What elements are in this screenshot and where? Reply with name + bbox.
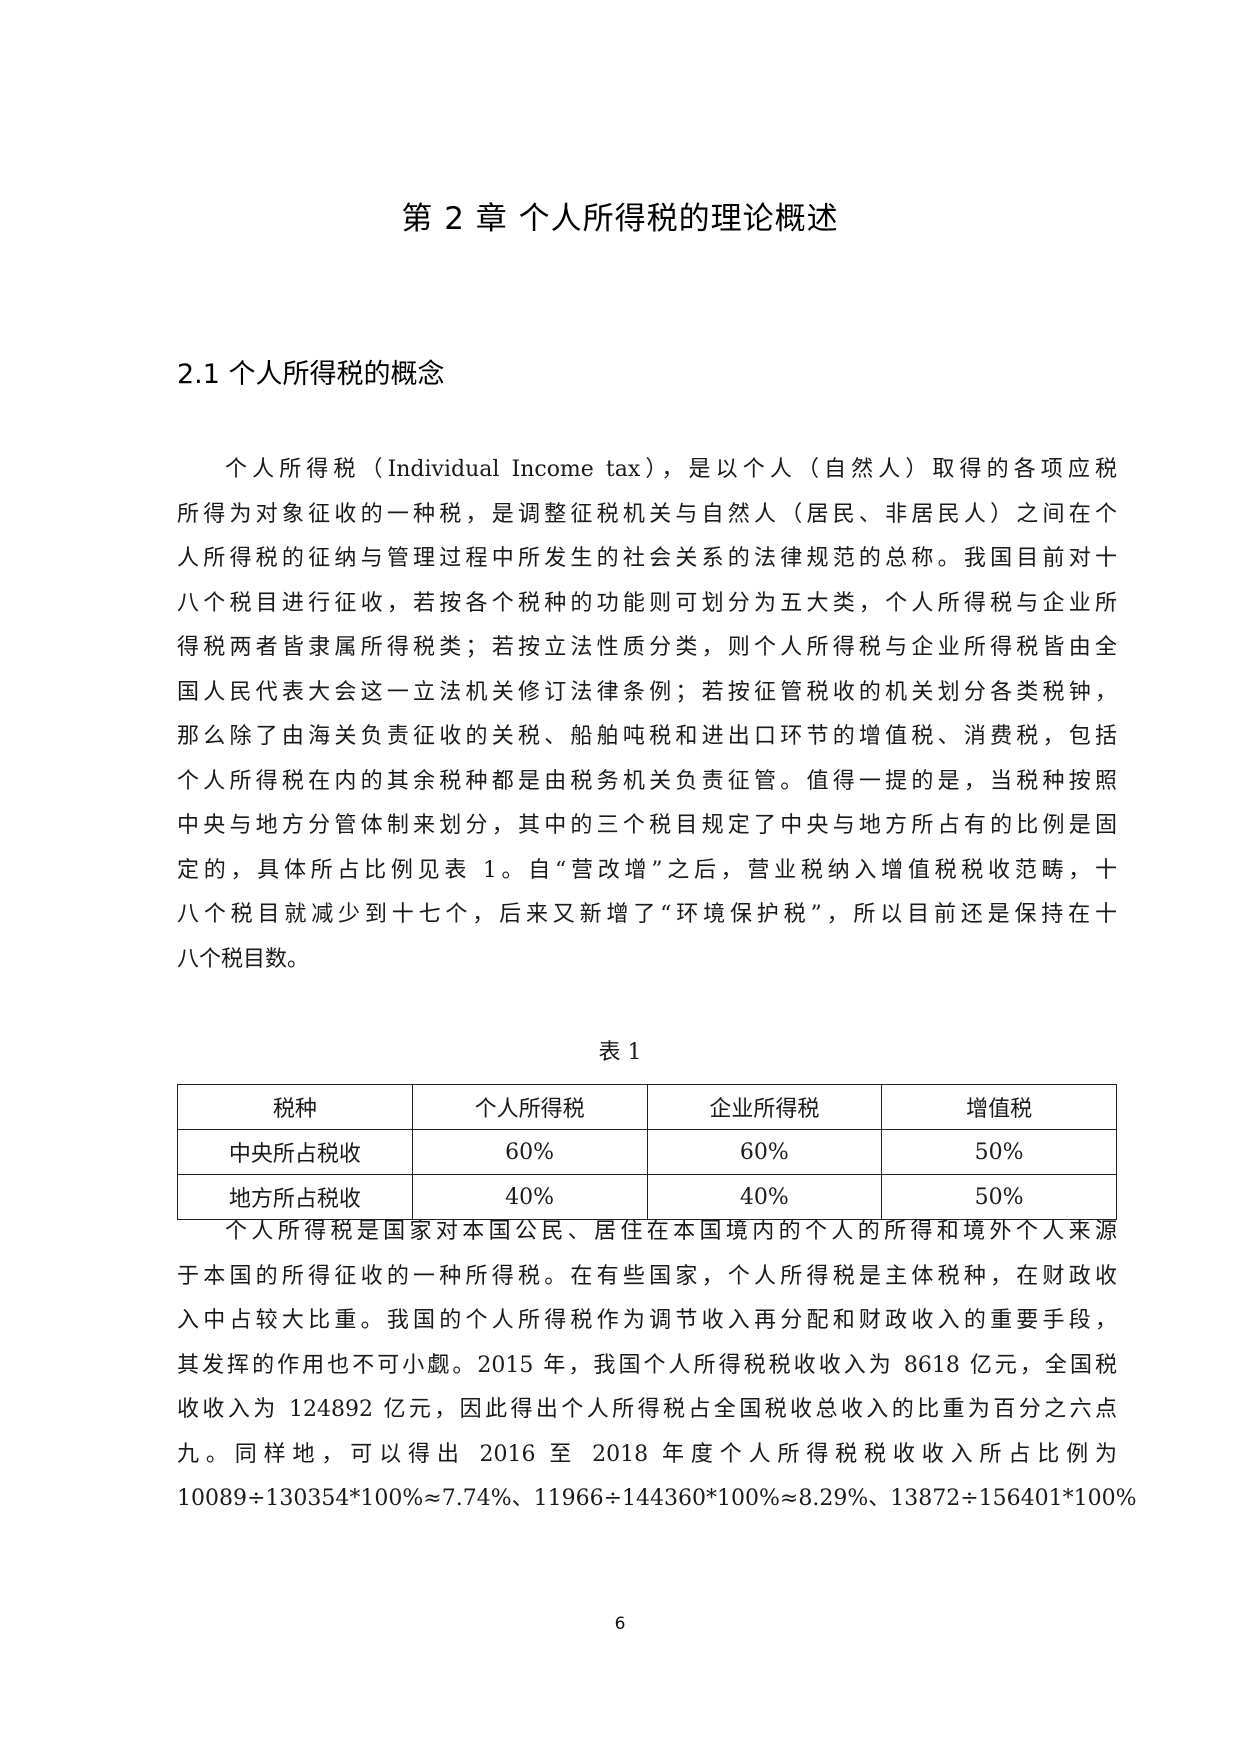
paragraph-line: 国人民代表大会这一立法机关修订法律条例；若按征管税收的机关划分各类税钟，	[177, 679, 1117, 705]
paragraph-line: 定的，具体所占比例见表 1。自“营改增”之后，营业税纳入增值税税收范畴，十	[177, 857, 1117, 883]
table-header-row: 税种 个人所得税 企业所得税 增值税	[177, 1084, 1117, 1130]
section-title: 2.1 个人所得税的概念	[177, 359, 445, 390]
paragraph-line: 个人所得税（Individual Income tax），是以个人（自然人）取得…	[225, 457, 1117, 482]
table-header-cell: 企业所得税	[646, 1084, 883, 1130]
page-number: 6	[614, 1614, 626, 1634]
paragraph-line: 10089÷130354*100%≈7.74%、11966÷144360*100…	[177, 1486, 1137, 1511]
paragraph-line: 个人所得税在内的其余税种都是由税务机关负责征管。值得一提的是，当税种按照	[177, 768, 1117, 794]
table-cell: 40%	[646, 1174, 883, 1220]
tax-ratio-table: 税种 个人所得税 企业所得税 增值税 中央所占税收 60% 60% 50% 地方…	[177, 1084, 1117, 1220]
table-row: 地方所占税收 40% 40% 50%	[177, 1174, 1117, 1220]
table-header-cell: 税种	[177, 1084, 413, 1130]
paragraph-line: 其发挥的作用也不可小觑。2015 年，我国个人所得税税收收入为 8618 亿元，…	[177, 1352, 1117, 1378]
chapter-title: 第 2 章 个人所得税的理论概述	[401, 201, 839, 237]
paragraph-line: 得税两者皆隶属所得税类；若按立法性质分类，则个人所得税与企业所得税皆由全	[177, 635, 1117, 660]
paragraph-line: 九。同样地，可以得出 2016 至 2018 年度个人所得税税收收入所占比例为	[177, 1441, 1117, 1467]
table-row: 中央所占税收 60% 60% 50%	[177, 1129, 1117, 1175]
paragraph-line: 收收入为 124892 亿元，因此得出个人所得税占全国税收总收入的比重为百分之六…	[177, 1397, 1117, 1422]
table-cell: 40%	[411, 1174, 648, 1220]
table-header-cell: 个人所得税	[411, 1084, 648, 1130]
table-cell: 中央所占税收	[177, 1129, 413, 1175]
table-cell: 60%	[411, 1129, 648, 1175]
paragraph-line: 八个税目数。	[177, 946, 310, 972]
paragraph-line: 入中占较大比重。我国的个人所得税作为调节收入再分配和财政收入的重要手段，	[177, 1308, 1117, 1333]
table-cell: 60%	[646, 1129, 883, 1175]
paragraph-significance: 个人所得税是国家对本国公民、居住在本国境内的个人的所得和境外个人来源 于本国的所…	[177, 1210, 1137, 1522]
paragraph-line: 那么除了由海关负责征收的关税、船舶吨税和进出口环节的增值税、消费税，包括	[177, 724, 1117, 749]
paragraph-line: 八个税目就减少到十七个，后来又新增了“环境保护税”，所以目前还是保持在十	[177, 902, 1117, 927]
table-cell: 50%	[881, 1129, 1117, 1175]
paragraph-line: 八个税目进行征收，若按各个税种的功能则可划分为五大类，个人所得税与企业所	[177, 590, 1117, 616]
paragraph-line: 人所得税的征纳与管理过程中所发生的社会关系的法律规范的总称。我国目前对十	[177, 546, 1117, 571]
table-header-cell: 增值税	[881, 1084, 1117, 1130]
paragraph-definition: 个人所得税（Individual Income tax），是以个人（自然人）取得…	[177, 448, 1117, 982]
table-cell: 50%	[881, 1174, 1117, 1220]
paragraph-line: 中央与地方分管体制来划分，其中的三个税目规定了中央与地方所占有的比例是固	[177, 813, 1117, 838]
table-cell: 地方所占税收	[177, 1174, 413, 1220]
paragraph-line: 个人所得税是国家对本国公民、居住在本国境内的个人的所得和境外个人来源	[225, 1219, 1117, 1244]
table-caption: 表 1	[598, 1040, 642, 1065]
paragraph-line: 于本国的所得征收的一种所得税。在有些国家，个人所得税是主体税种，在财政收	[177, 1263, 1117, 1289]
paragraph-line: 所得为对象征收的一种税，是调整征税机关与自然人（居民、非居民人）之间在个	[177, 501, 1117, 527]
